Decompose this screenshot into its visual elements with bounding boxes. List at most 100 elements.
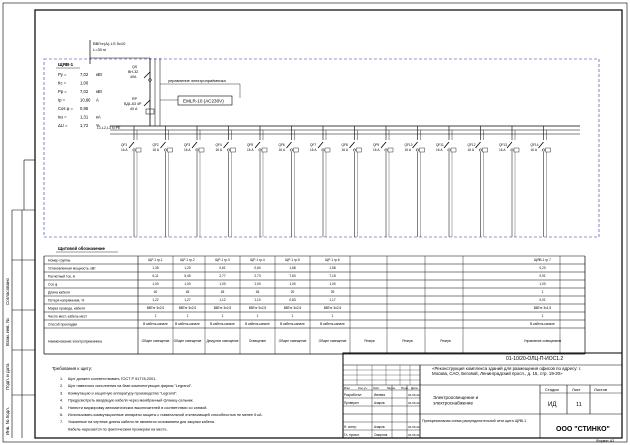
note-text: Коммутацию и защитную аппаратуру произво… (68, 391, 177, 395)
param-value: 10,66 (80, 98, 91, 103)
table-cell: 1 (542, 314, 544, 318)
breaker-name: QF3 (184, 143, 190, 147)
param-label: ΔU = (58, 123, 68, 128)
table-cell: В кабель-канале (175, 322, 200, 326)
sheets-label: Листов (594, 387, 607, 392)
table-cell: 0,83 (289, 298, 295, 302)
table-cell: 7,18 (329, 274, 335, 278)
param-label: Cos φ = (58, 106, 73, 111)
table-cell: 1,12 (219, 298, 225, 302)
table-cell: 1,00 (329, 282, 335, 286)
table-cell: ВВГнг 3х2,5 (214, 306, 232, 310)
table-cell: 1,00 (219, 282, 225, 286)
stage-value: ИД (548, 402, 556, 408)
param-value: 0,95 (80, 106, 89, 111)
table-cell: 7,63 (289, 274, 295, 278)
table-cell: ЩР-1 гр.5 (285, 258, 300, 262)
main-breaker-type: ВН-32 (128, 70, 138, 74)
breaker-rating: 16 А (216, 148, 223, 152)
side-label-inv-num: Инв. № подл. (5, 407, 10, 435)
title-block: 01-10/20-ОЛЦ-П-ИОС1.2 «Реконструкция ком… (342, 352, 623, 443)
note-text: Нанести маркировку автоматических выключ… (68, 406, 207, 410)
breaker-rating: 16 А (468, 148, 475, 152)
table-row-label: Марка провода, кабеля (48, 306, 85, 310)
table-row-label: Число мест, кабель мест (48, 314, 87, 318)
breaker-rating: 16 А (247, 148, 254, 152)
table-cell: 1,00 (254, 282, 260, 286)
breaker-name: QF12 (468, 143, 476, 147)
signature-role: Проверил (344, 401, 359, 405)
table-row-label: Потеря напряжения, % (48, 298, 84, 302)
param-unit: кВт (96, 72, 102, 77)
param-value: 1,72 (80, 123, 89, 128)
breaker-rating: 16 А (121, 148, 128, 152)
signature-role: Разработал (344, 393, 361, 397)
param-label: Рр = (58, 89, 67, 94)
table-cell: 1,00 (184, 282, 190, 286)
breaker-rating: 16 А (279, 148, 286, 152)
breaker-rating: 16 А (310, 148, 317, 152)
note-number: 6. (60, 413, 63, 417)
param-label: Ip = (58, 98, 66, 103)
table-cell: 1,27 (184, 298, 190, 302)
table-cell: 1,17 (329, 298, 335, 302)
notes-title: Требования к щиту: (52, 366, 92, 371)
table-cell: 1,00 (152, 282, 158, 286)
table-cell: Освещение (249, 339, 266, 343)
signature-name: Смирнов (374, 433, 388, 437)
table-row-label: Расчетный ток, А (48, 274, 76, 278)
sheet-title: Принципиальная схема распределительной с… (422, 419, 526, 423)
side-stamp: Согласовано Взам. инв. № Подп. и дата Ин… (5, 159, 35, 438)
table-cell: 0,60 (254, 266, 260, 270)
table-cell: ЩР-1 гр.3 (215, 258, 230, 262)
table-cell: 1 (542, 290, 544, 294)
table-cell: В кабель-канале (245, 322, 270, 326)
breaker-name: QF9 (373, 143, 379, 147)
control-group: управление электроприёмника EMLR-10 (АС2… (160, 78, 241, 106)
company-name: ООО "СТИНКО" (556, 426, 610, 433)
table-cell: 40 (154, 290, 158, 294)
breaker-name: QF8 (342, 143, 348, 147)
table-cell: ВВГнг 3х2,5 (284, 306, 302, 310)
table-cell: 20 (291, 290, 295, 294)
table-cell: ВВГнг 3х2,5 (179, 306, 197, 310)
project-title: «Реконструкция комплекса зданий для разм… (432, 366, 581, 376)
breaker-name: QF5 (247, 143, 253, 147)
sheet-value: 11 (576, 402, 582, 408)
table-cell: 0,01 (539, 298, 545, 302)
table-cell: ВВГнг 3х2,5 (324, 306, 342, 310)
feeder-length-label: L=30 м (93, 47, 106, 52)
rcd-name: RP (132, 97, 138, 101)
table-cell: ВВГнг 3х2,5 (249, 306, 267, 310)
monitor-box-label: управление электроприёмника (168, 78, 226, 83)
breaker-rating: 16 А (153, 148, 160, 152)
table-cell: 1,58 (329, 266, 335, 270)
titleblock-header: Изм. (344, 386, 351, 390)
table-cell: В кабель-канале (210, 322, 235, 326)
breaker-rating: 16 А (436, 148, 443, 152)
signature-name: Азаров (374, 401, 385, 405)
signature-date: 04.06.21 (408, 401, 420, 405)
note-text: Указанные на чертеже длины кабеля не явл… (68, 420, 215, 424)
table-cell: 1 (187, 314, 189, 318)
table-cell: 1,10 (254, 298, 260, 302)
param-value: 7,02 (80, 72, 89, 77)
note-number: 7. (60, 420, 63, 424)
incoming-line: QS ВН-32 40А RP ВД1-63 4Р 40 А (124, 58, 161, 126)
titleblock-header: Кол.уч. (358, 386, 368, 390)
breaker-name: QF14 (531, 143, 539, 147)
param-value: 1,31 (80, 115, 89, 120)
table-row-label: Cos φ (48, 282, 58, 286)
table-cell: Управление освещением (524, 339, 561, 343)
rcd-type: ВД1-63 4Р (124, 102, 142, 106)
signature-name: Азаров (374, 425, 385, 429)
